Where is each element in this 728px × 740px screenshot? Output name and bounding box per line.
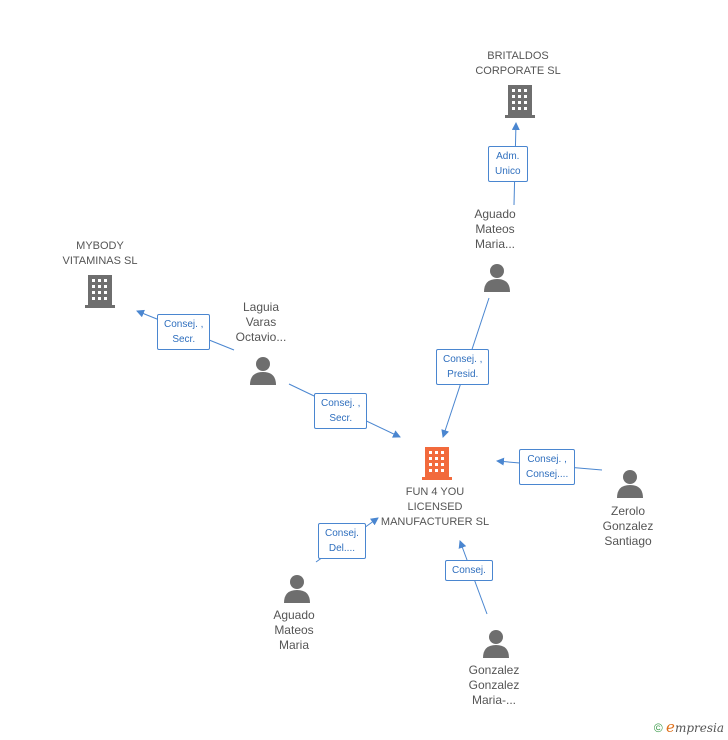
empresia-watermark[interactable]: © empresia [654,718,724,736]
label-line: Mateos [475,222,515,236]
role-line: Presid. [447,369,479,380]
company-label-fun4you[interactable]: FUN 4 YOU LICENSED MANUFACTURER SL [375,485,495,530]
edges [136,122,603,615]
label-line: Zerolo [610,504,645,518]
person-icon-gonzalez [483,630,509,658]
label-line: Maria... [474,237,515,251]
person-icon-laguia [250,357,276,385]
person-label-laguia[interactable]: Laguia Varas Octavio... [221,300,301,345]
person-label-zerolo[interactable]: Zerolo Gonzalez Santiago [588,504,668,549]
role-line: Consej.... [526,469,569,480]
label-line: CORPORATE SL [475,65,561,77]
role-line: Consej. , [527,454,567,465]
label-line: Mateos [274,623,314,637]
label-line: Laguia [242,300,280,314]
role-line: Secr. [329,413,353,424]
label-line: Santiago [604,534,652,548]
role-line: Consej. [325,528,359,539]
building-icon-britaldos [505,85,535,118]
brand-initial: e [666,718,675,736]
label-line: VITAMINAS SL [62,255,138,267]
copyright-icon: © [653,721,663,735]
role-line: Consej. , [164,319,204,330]
role-box-aguado-fun: Consej. , Presid. [436,349,490,385]
label-line: Varas [245,315,277,329]
label-line: Gonzalez [602,519,654,533]
company-label-britaldos[interactable]: BRITALDOS CORPORATE SL [463,49,573,79]
label-line: Gonzalez [468,663,520,677]
label-line: Octavio... [235,330,287,344]
label-line: Gonzalez [468,678,520,692]
role-line: Unico [495,166,521,177]
label-line: BRITALDOS [487,50,549,62]
brand-name: mpresia [674,721,724,735]
person-label-aguado[interactable]: Aguado Mateos Maria [254,608,334,653]
person-icon-aguado [284,575,310,603]
role-box-zerolo-fun: Consej. , Consej.... [519,449,576,485]
label-line: Aguado [474,207,516,221]
role-box-adm-unico: Adm. Unico [488,146,528,182]
role-line: Adm. [496,151,520,162]
label-line: MYBODY [76,240,124,252]
role-line: Consej. , [443,354,483,365]
role-line: Secr. [172,334,196,345]
label-line: FUN 4 YOU [405,486,465,498]
role-line: Consej. [452,565,486,576]
building-icon-fun4you [422,447,452,480]
label-line: LICENSED [407,501,463,513]
person-icon-aguado-trunc [484,264,510,292]
person-label-gonzalez[interactable]: Gonzalez Gonzalez Maria-... [454,663,534,708]
person-icon-zerolo [617,470,643,498]
role-line: Consej. , [321,398,361,409]
label-line: Aguado [273,608,315,622]
person-label-aguado-trunc[interactable]: Aguado Mateos Maria... [455,207,535,252]
role-box-aguadom-fun: Consej. Del.... [318,523,366,559]
role-box-gonzalez-fun: Consej. [445,560,493,581]
company-label-mybody[interactable]: MYBODY VITAMINAS SL [45,239,155,269]
role-box-laguia-mybody: Consej. , Secr. [157,314,211,350]
role-line: Del.... [328,543,356,554]
building-icon-mybody [85,275,115,308]
label-line: MANUFACTURER SL [380,516,490,528]
label-line: Maria-... [471,693,516,707]
label-line: Maria [278,638,309,652]
role-box-laguia-fun: Consej. , Secr. [314,393,368,429]
